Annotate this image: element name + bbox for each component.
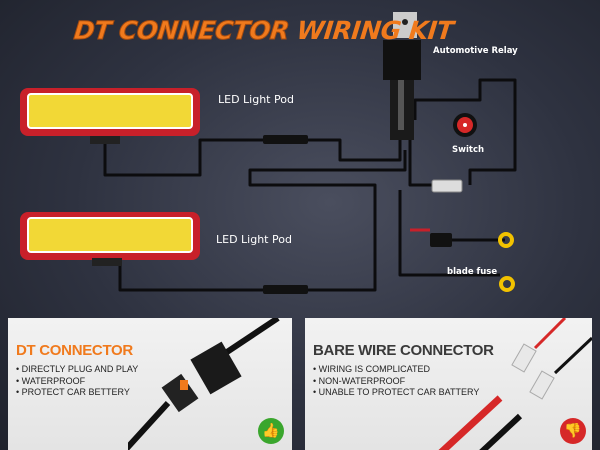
list-item: WIRING IS COMPLICATED (313, 364, 479, 376)
automotive-relay (383, 12, 421, 140)
bare-wire-image (438, 318, 592, 450)
list-item: WATERPROOF (16, 376, 138, 388)
thumbs-down-icon: 👎 (560, 418, 586, 444)
harness-plug (431, 179, 463, 193)
dt-connector-2 (263, 285, 308, 294)
thumbs-up-icon: 👍 (258, 418, 284, 444)
list-item: NON-WATERPROOF (313, 376, 479, 388)
ring-terminal-2 (499, 276, 515, 292)
dt-connector-panel: DT CONNECTOR DIRECTLY PLUG AND PLAY WATE… (8, 318, 292, 450)
dt-connector-image (128, 318, 280, 450)
label-switch: Switch (452, 145, 485, 155)
list-item: PROTECT CAR BETTERY (16, 387, 138, 399)
label-relay: Automotive Relay (433, 46, 518, 56)
led-light-pod-2 (20, 212, 200, 266)
label-pod-1: LED Light Pod (218, 93, 294, 106)
list-item: UNABLE TO PROTECT CAR BATTERY (313, 387, 480, 399)
bare-wire-panel: BARE WIRE CONNECTOR WIRING IS COMPLICATE… (305, 318, 592, 450)
feature-list: WIRING IS COMPLICATED NON-WATERPROOF UNA… (313, 364, 480, 399)
label-pod-2: LED Light Pod (216, 233, 292, 246)
wiring-diagram (20, 12, 517, 294)
wires (103, 78, 517, 292)
ring-terminal-1 (498, 232, 514, 248)
panel-title: DT CONNECTOR (16, 342, 133, 359)
label-fuse: blade fuse (447, 267, 498, 277)
panel-title: BARE WIRE CONNECTOR (313, 342, 494, 359)
blade-fuse (430, 233, 452, 247)
list-item: DIRECTLY PLUG AND PLAY (16, 364, 139, 376)
feature-list: DIRECTLY PLUG AND PLAY WATERPROOF PROTEC… (16, 364, 139, 399)
dt-connector-1 (263, 135, 308, 144)
rocker-switch (453, 113, 477, 137)
led-light-pod-1 (20, 88, 200, 144)
